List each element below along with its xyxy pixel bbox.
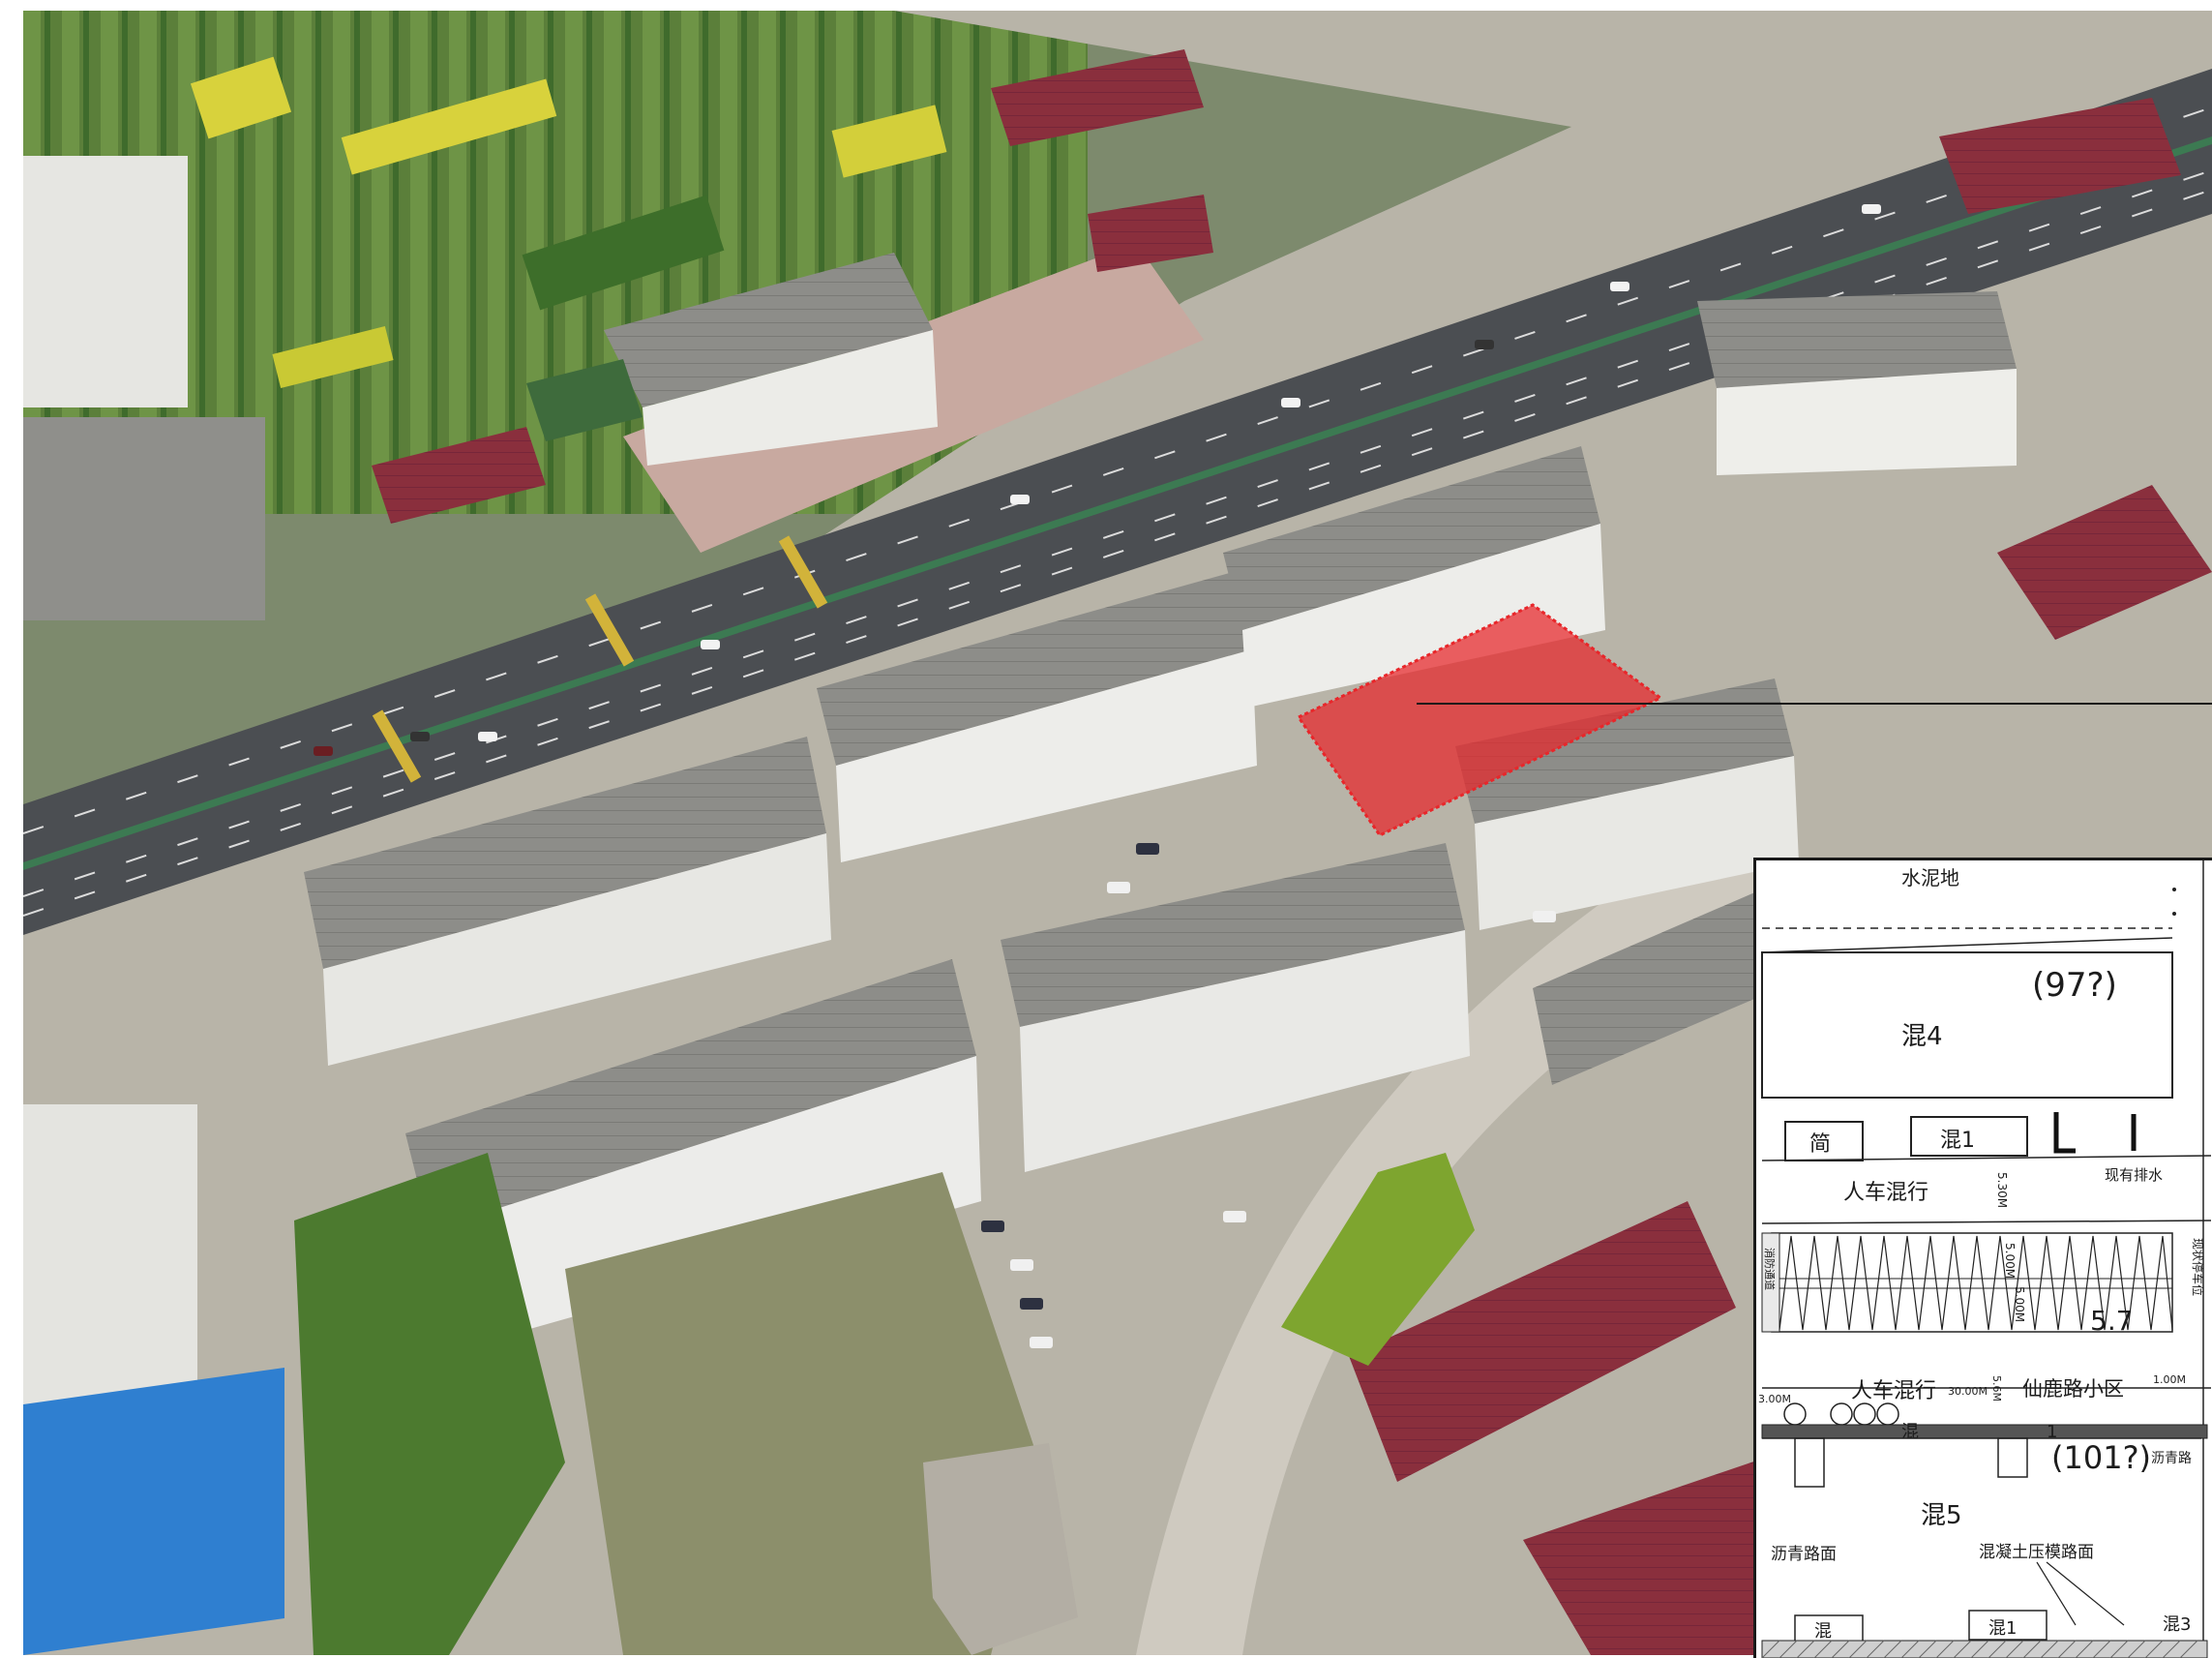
blue-roof-building — [23, 1368, 284, 1655]
maroon-roofs — [991, 49, 2212, 1655]
vegetation-lower — [294, 1153, 565, 1655]
hun-mid: 混 — [1901, 1422, 1919, 1442]
site-plan-inset: 水泥地 (97?) 混4 简 混1 人车混行 现有排水 5.30M 消防通道 5… — [1753, 858, 2212, 1658]
green-bank — [1281, 1153, 1475, 1366]
value-57: 5.7 — [2090, 1305, 2134, 1337]
dim-mid: 30.00M — [1948, 1385, 1988, 1398]
rubble — [923, 1443, 1078, 1655]
highway-median — [23, 136, 2212, 870]
jian-label: 简 — [1809, 1132, 1831, 1157]
width-c: 5.00M — [2013, 1286, 2026, 1322]
hun-1b: 1 — [2047, 1422, 2057, 1442]
existing-drain-label: 现有排水 — [2105, 1166, 2163, 1184]
lane-markings — [23, 106, 2212, 917]
width-b: 5.00M — [2003, 1243, 2017, 1279]
top-cut-label: 水泥地 — [1901, 866, 1959, 889]
hun4-label: 混4 — [1901, 1022, 1943, 1051]
building-left-mid — [23, 417, 265, 620]
dim-left: 3.00M — [1758, 1393, 1791, 1405]
dim-mid2: 5.6M — [1990, 1375, 2003, 1402]
hun1-label: 混1 — [1940, 1129, 1975, 1153]
asphalt-label: 沥青路面 — [1771, 1545, 1837, 1564]
mixed-traffic-bottom: 人车混行 — [1851, 1379, 1936, 1403]
left-vertical-note: 消防通道 — [1763, 1248, 1777, 1290]
hun5-label: 混5 — [1921, 1501, 1962, 1530]
rapeseed-field — [831, 105, 947, 178]
cars — [314, 136, 2075, 756]
yellow-crossings — [372, 535, 828, 783]
field-strip — [522, 195, 725, 311]
asphalt-right: 沥青路 — [2151, 1451, 2192, 1466]
hun-br: 混3 — [2163, 1614, 2191, 1635]
dim-right: 1.00M — [2153, 1373, 2186, 1386]
width-a: 5.30M — [1995, 1172, 2009, 1208]
parked-cars — [981, 843, 1556, 1348]
highlighted-site — [1296, 603, 1663, 837]
road-name: 仙鹿路小区 — [2022, 1377, 2124, 1401]
concrete-label: 混凝土压模路面 — [1979, 1543, 2094, 1562]
rapeseed-field — [341, 78, 557, 175]
rapeseed-field — [272, 326, 394, 388]
hun-bl: 混 — [1814, 1621, 1832, 1642]
building-101-label: (101?) — [2051, 1439, 2151, 1476]
hun-bm: 混1 — [1988, 1618, 2017, 1639]
vacant-lot — [565, 1172, 1039, 1655]
site-plan-drawing: 水泥地 (97?) 混4 简 混1 人车混行 现有排水 5.30M 消防通道 5… — [1756, 860, 2212, 1658]
building-left-top — [23, 156, 188, 407]
vertical-note: 现状停车位 — [2191, 1238, 2205, 1296]
mixed-traffic-top: 人车混行 — [1843, 1181, 1928, 1205]
building-97-label: (97?) — [2032, 966, 2117, 1005]
rapeseed-field — [190, 56, 292, 139]
